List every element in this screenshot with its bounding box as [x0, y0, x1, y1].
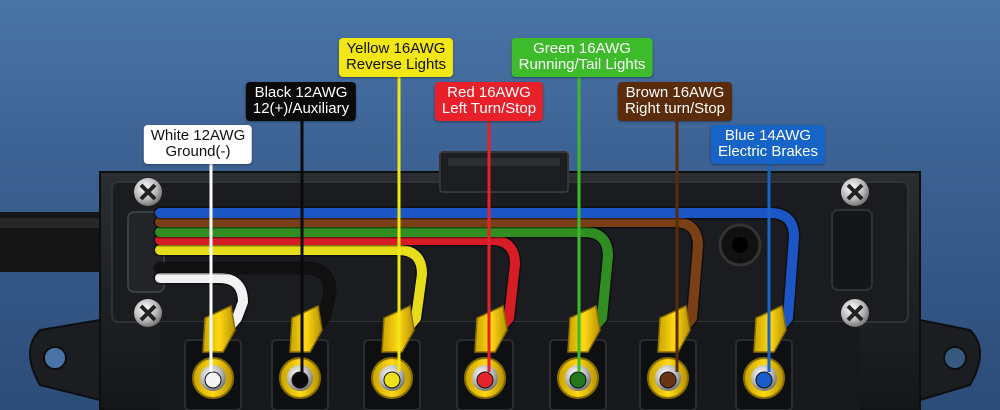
- white-label-function: Ground(-): [165, 143, 231, 160]
- black-terminal: [271, 304, 329, 410]
- green-wire: [155, 227, 613, 335]
- black-label-gauge: Black 12AWG: [254, 84, 348, 101]
- white-terminal: [184, 304, 242, 410]
- white-label-gauge: White 12AWG: [150, 127, 246, 144]
- corner-screws: [134, 178, 869, 327]
- brown-label-gauge: Brown 16AWG: [625, 84, 725, 101]
- white-wire: [155, 273, 248, 335]
- red-wire: [155, 235, 520, 335]
- yellow-label-gauge: Yellow 16AWG: [346, 40, 446, 57]
- blue-label-function: Electric Brakes: [717, 143, 819, 160]
- blue-label-gauge: Blue 14AWG: [724, 127, 812, 144]
- green-label-function: Running/Tail Lights: [518, 56, 646, 73]
- black-label-function: 12(+)/Auxiliary: [252, 100, 350, 117]
- green-terminal: [549, 304, 607, 410]
- green-label-gauge: Green 16AWG: [533, 40, 631, 57]
- red-terminal: [456, 304, 514, 410]
- blue-wire: [155, 208, 799, 335]
- input-cable: [0, 212, 110, 272]
- brown-label-function: Right turn/Stop: [624, 100, 726, 117]
- brown-wire: [155, 217, 703, 335]
- brown-terminal: [639, 304, 697, 410]
- red-label-function: Left Turn/Stop: [441, 100, 537, 117]
- yellow-label-function: Reverse Lights: [345, 56, 447, 73]
- red-label-gauge: Red 16AWG: [447, 84, 531, 101]
- black-wire: [155, 263, 335, 335]
